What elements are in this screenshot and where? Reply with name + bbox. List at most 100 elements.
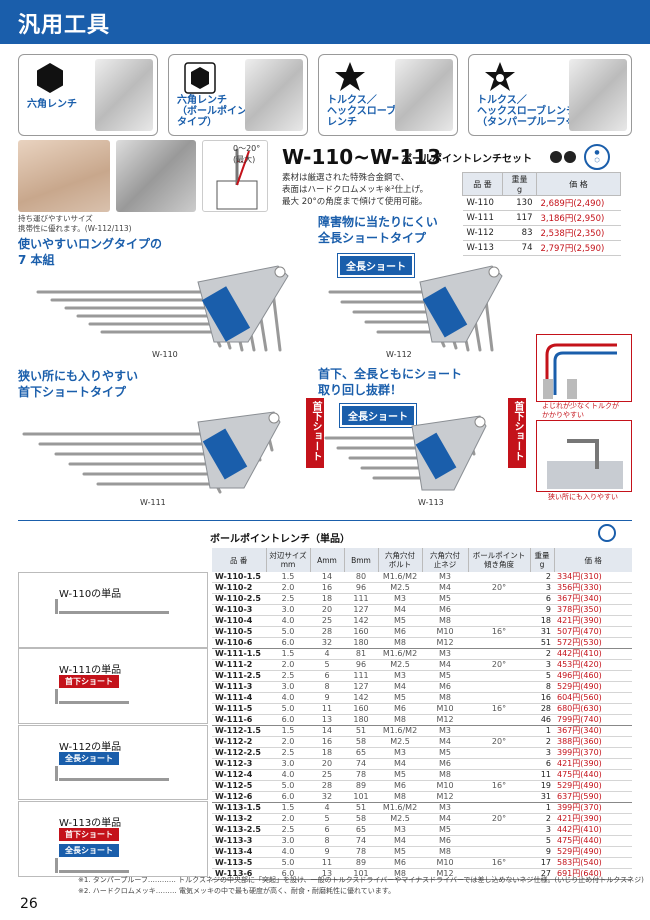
spec-no: W-112-2 (212, 736, 266, 749)
footnote-1: ※1. タンパープルーフ………… トルクスネジの中央部に「突起」を設け、一般のト… (78, 876, 644, 884)
spec-no: W-112-1.5 (212, 725, 266, 738)
spec-angle: 16° (468, 626, 530, 639)
spec-size: 3.0 (266, 681, 310, 694)
spec-a: 18 (310, 747, 344, 760)
spec-price: 334円(310) (554, 572, 632, 584)
w110-set-illustration (36, 265, 289, 352)
spec-bolt: M3 (378, 593, 422, 606)
spec-b: 127 (344, 681, 378, 694)
page-title: 汎用工具 (18, 13, 111, 38)
w111-caption: W-111 (140, 498, 166, 507)
spec-b: 81 (344, 648, 378, 661)
category-hex-wrench[interactable]: 六角レンチ (18, 54, 158, 136)
spec-a: 11 (310, 857, 344, 870)
narrow-space-diagram (536, 420, 632, 492)
spec-price: 529円(490) (554, 780, 632, 793)
label-neck-short-2: 首下ショート (508, 398, 526, 468)
spec-screw: M10 (422, 703, 468, 716)
w112-caption: W-112 (386, 350, 412, 359)
spec-a: 20 (310, 604, 344, 617)
spec-price: 356円(330) (554, 582, 632, 595)
price-weight: 74 (502, 240, 537, 256)
single-wrench-illustration (55, 858, 129, 874)
hexagon-icon (564, 151, 576, 163)
header-bar: 汎用工具 (0, 0, 650, 44)
col-weight: 重量 g (502, 172, 537, 196)
headline-neck-short: 狭い所にも入りやすい 首下ショートタイプ (18, 369, 139, 399)
spec-price: 529円(490) (554, 846, 632, 859)
spec-no: W-110-1.5 (212, 572, 266, 584)
spec-a: 28 (310, 780, 344, 793)
price-weight: 117 (502, 210, 537, 226)
spec-bolt: M6 (378, 703, 422, 716)
headline-long-type: 使いやすいロングタイプの 7 本組 (18, 237, 163, 267)
spec-no: W-113-2.5 (212, 824, 266, 837)
spec-bolt: M5 (378, 769, 422, 782)
footnote-2: ※2. ハードクロムメッキ……… 電気メッキの中で最も硬度が高く、耐食・耐磨耗性… (78, 887, 396, 895)
spec-bolt: M4 (378, 681, 422, 694)
spec-weight: 3 (530, 747, 554, 760)
spec-angle: 20° (468, 736, 530, 749)
spec-screw: M3 (422, 725, 468, 738)
spec-weight: 31 (530, 791, 554, 804)
spec-size: 2.0 (266, 813, 310, 826)
spec-weight: 16 (530, 692, 554, 705)
spec-price: 421円(390) (554, 758, 632, 771)
col-model: 品 番 (462, 172, 503, 196)
spec-weight: 51 (530, 637, 554, 650)
spec-weight: 11 (530, 769, 554, 782)
price-model: W-112 (462, 225, 503, 241)
spec-weight: 17 (530, 857, 554, 870)
group-label-box: W-113の単品首下ショート全長ショート (18, 801, 208, 877)
group-label: W-111の単品 (59, 665, 122, 677)
narrow-caption: 狭い所にも入りやすい (548, 493, 618, 501)
spec-no: W-111-4 (212, 692, 266, 705)
spec-screw: M6 (422, 604, 468, 617)
spec-weight: 8 (530, 681, 554, 694)
spec-angle: 20° (468, 659, 530, 672)
spec-screw: M3 (422, 802, 468, 815)
ball-hex-icon (550, 151, 562, 163)
spec-screw: M6 (422, 758, 468, 771)
price-weight: 130 (502, 195, 537, 211)
spec-bolt: M1.6/M2 (378, 802, 422, 815)
category-torx[interactable]: トルクス／ ヘックスローブ レンチ (318, 54, 458, 136)
col-size: 対辺サイズ mm (265, 548, 310, 572)
spec-bolt: M8 (378, 868, 422, 881)
group-tag: 全長ショート (59, 844, 119, 858)
spec-no: W-111-3 (212, 681, 266, 694)
spec-screw: M10 (422, 626, 468, 639)
label-full-short: 全長ショート (337, 253, 415, 278)
hand-photo (18, 140, 110, 212)
spec-angle (468, 637, 530, 650)
category-ball-point[interactable]: 六角レンチ （ボールポイント タイプ） (168, 54, 308, 136)
spec-b: 80 (344, 572, 378, 584)
spec-size: 4.0 (266, 615, 310, 628)
ball-point-badge-icon (598, 524, 616, 542)
spec-b: 160 (344, 703, 378, 716)
angle-diagram: 0〜20° (最大) (202, 140, 268, 212)
spec-no: W-111-2 (212, 659, 266, 672)
spec-size: 3.0 (266, 758, 310, 771)
col-weight: 重量 g (529, 548, 554, 572)
category-torx-tamper[interactable]: トルクス／ ヘックスローブレンチ （タンパープルーフ※） (468, 54, 632, 136)
spec-b: 78 (344, 769, 378, 782)
spec-weight: 5 (530, 670, 554, 683)
spec-screw: M4 (422, 582, 468, 595)
spec-angle (468, 802, 530, 815)
spec-bolt: M2.5 (378, 659, 422, 672)
spec-size: 2.0 (266, 582, 310, 595)
spec-b: 160 (344, 626, 378, 639)
col-screw: 六角穴付 止ネジ (421, 548, 468, 572)
spec-size: 1.5 (266, 725, 310, 738)
